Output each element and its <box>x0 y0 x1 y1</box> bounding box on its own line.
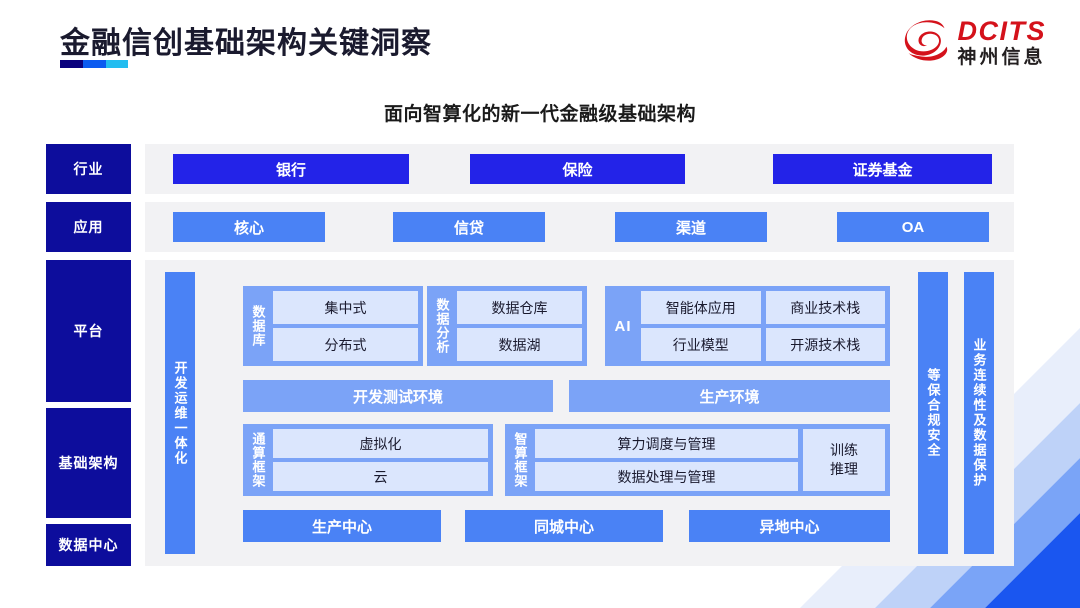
group-label-ai: AI <box>614 317 632 335</box>
env-chip-dev-test[interactable]: 开发测试环境 <box>243 380 553 412</box>
dc-chip-metro[interactable]: 同城中心 <box>465 510 663 542</box>
group-database: 数据库 集中式 分布式 <box>243 286 423 366</box>
env-chip-production[interactable]: 生产环境 <box>569 380 890 412</box>
cell-agent-application[interactable]: 智能体应用 <box>641 291 761 324</box>
group-label-database: 数据库 <box>250 305 266 347</box>
cell-distributed[interactable]: 分布式 <box>273 328 418 361</box>
swirl-logo-icon <box>904 19 947 61</box>
app-chip-oa[interactable]: OA <box>837 212 989 242</box>
architecture-diagram: 行业 应用 平台 基础架构 数据中心 银行 保险 证券基金 核心 信贷 渠道 O… <box>46 140 1014 570</box>
accent-segment-cyan <box>105 60 128 68</box>
industry-chip-insurance[interactable]: 保险 <box>470 154 685 184</box>
group-ai: AI 智能体应用 商业技术栈 行业模型 开源技术栈 <box>605 286 890 366</box>
layer-label-infrastructure: 基础架构 <box>46 408 131 518</box>
cell-data-lake[interactable]: 数据湖 <box>457 328 582 361</box>
logo-text-cn: 神州信息 <box>957 47 1046 68</box>
security-vertical-bar[interactable]: 等保合规安全 <box>918 272 948 554</box>
layer-label-datacenter: 数据中心 <box>46 524 131 566</box>
continuity-vertical-bar[interactable]: 业务连续性及数据保护 <box>964 272 994 554</box>
page-title: 金融信创基础架构关键洞察 <box>60 27 432 60</box>
title-accent-bar <box>60 60 128 68</box>
accent-segment-navy <box>60 60 84 68</box>
cell-cloud[interactable]: 云 <box>273 462 488 491</box>
cell-centralized[interactable]: 集中式 <box>273 291 418 324</box>
cell-industry-model[interactable]: 行业模型 <box>641 328 761 361</box>
group-general-compute: 通算框架 虚拟化 云 <box>243 424 493 496</box>
group-analytics: 数据分析 数据仓库 数据湖 <box>427 286 587 366</box>
app-chip-credit[interactable]: 信贷 <box>393 212 545 242</box>
cell-commercial-stack[interactable]: 商业技术栈 <box>765 291 885 324</box>
page-header: 金融信创基础架构关键洞察 DCITS 神州信息 <box>0 0 1080 90</box>
industry-panel: 银行 保险 证券基金 <box>145 144 1014 194</box>
cell-training-inference[interactable]: 训练 推理 <box>803 429 885 491</box>
dc-chip-production[interactable]: 生产中心 <box>243 510 441 542</box>
cell-compute-scheduling[interactable]: 算力调度与管理 <box>535 429 798 458</box>
cell-data-warehouse[interactable]: 数据仓库 <box>457 291 582 324</box>
brand-logo: DCITS 神州信息 <box>904 18 1047 67</box>
accent-segment-blue <box>83 60 106 68</box>
dc-chip-remote[interactable]: 异地中心 <box>689 510 890 542</box>
cell-data-processing[interactable]: 数据处理与管理 <box>535 462 798 491</box>
industry-chip-bank[interactable]: 银行 <box>173 154 409 184</box>
industry-chip-securities[interactable]: 证券基金 <box>773 154 992 184</box>
training-label: 训练 <box>830 442 858 459</box>
inference-label: 推理 <box>830 461 858 477</box>
cell-virtualization[interactable]: 虚拟化 <box>273 429 488 458</box>
group-label-general-compute: 通算框架 <box>250 432 266 488</box>
app-chip-core[interactable]: 核心 <box>173 212 325 242</box>
layer-label-application: 应用 <box>46 202 131 252</box>
app-chip-channel[interactable]: 渠道 <box>615 212 767 242</box>
application-panel: 核心 信贷 渠道 OA <box>145 202 1014 252</box>
layer-label-industry: 行业 <box>46 144 131 194</box>
platform-infrastructure-panel: 开发运维一体化 等保合规安全 业务连续性及数据保护 数据库 集中式 分布式 数据… <box>145 260 1014 566</box>
subtitle: 面向智算化的新一代金融级基础架构 <box>383 104 696 125</box>
group-intelligent-compute: 智算框架 算力调度与管理 数据处理与管理 训练 推理 <box>505 424 890 496</box>
group-label-analytics: 数据分析 <box>434 298 450 354</box>
logo-text-en: DCITS <box>957 16 1046 46</box>
group-label-intelligent-compute: 智算框架 <box>512 432 528 488</box>
layer-label-platform: 平台 <box>46 260 131 402</box>
cell-opensource-stack[interactable]: 开源技术栈 <box>765 328 885 361</box>
devops-vertical-bar[interactable]: 开发运维一体化 <box>165 272 195 554</box>
